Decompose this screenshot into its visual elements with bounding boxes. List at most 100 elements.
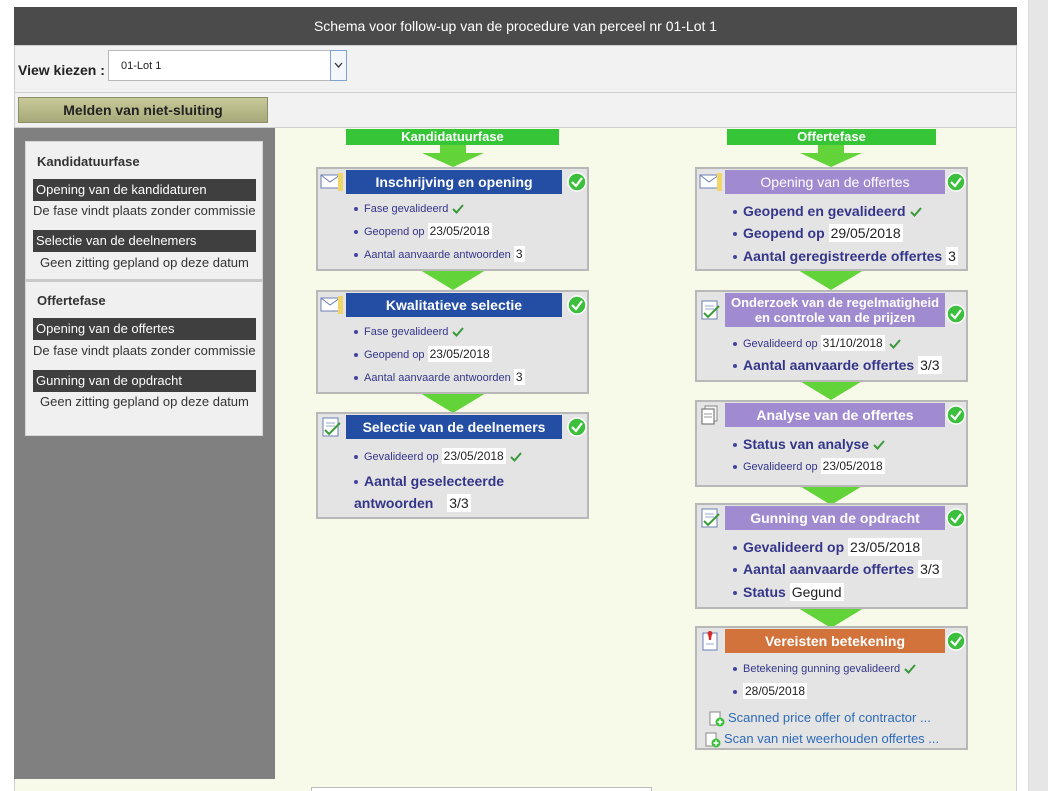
row-label: Status — [743, 584, 786, 600]
page-title: Schema voor follow-up van de procedure v… — [14, 7, 1017, 45]
sidebar-item[interactable]: Selectie van de deelnemers — [33, 230, 256, 252]
row-label: Aantal geregistreerde offertes — [743, 248, 943, 264]
flow-arrow-icon — [420, 270, 486, 290]
row-label: Betekening gunning gevalideerd — [743, 663, 901, 675]
status-check-icon — [946, 405, 966, 425]
step-row: Status van analyse — [733, 436, 885, 452]
document-link-label: Scan van niet weerhouden offertes ... — [724, 731, 940, 746]
step-row: Fase gevalideerd — [354, 203, 465, 215]
row-label: Aantal aanvaarde offertes — [743, 357, 915, 373]
sidebar-item[interactable]: Opening van de kandidaturen — [33, 179, 256, 201]
step-card-title: Inschrijving en opening — [346, 170, 562, 194]
status-check-icon — [946, 304, 966, 324]
status-check-icon — [946, 508, 966, 528]
check-icon — [909, 207, 922, 218]
step-card-title: Onderzoek van de regelmatigheid en contr… — [725, 293, 945, 327]
step-card-title: Gunning van de opdracht — [725, 506, 945, 530]
row-label: Gevalideerd op — [743, 539, 845, 555]
row-value: 3 — [513, 369, 525, 385]
action-bar: Melden van niet-sluiting — [14, 93, 1017, 128]
status-check-icon — [946, 172, 966, 192]
row-value: 31/10/2018 — [820, 335, 885, 351]
vertical-scrollbar[interactable] — [1028, 0, 1048, 791]
check-icon — [510, 452, 522, 463]
row-label: Gevalideerd op — [743, 338, 818, 350]
step-row: Geopend op 23/05/2018 — [354, 346, 492, 362]
sidebar-divider — [26, 279, 262, 282]
document-link-label: Scanned price offer of contractor ... — [728, 710, 931, 725]
step-card[interactable]: Opening van de offertes Geopend en geval… — [695, 167, 968, 271]
chevron-down-icon[interactable] — [330, 50, 347, 81]
sidebar-panel: Kandidatuurfase Opening van de kandidatu… — [25, 141, 263, 436]
row-label: Fase gevalideerd — [364, 203, 449, 215]
step-row: Gevalideerd op 23/05/2018 — [733, 458, 885, 474]
row-value: 23/05/2018 — [427, 223, 492, 239]
step-row: Gevalideerd op 23/05/2018 — [354, 448, 522, 464]
add-document-icon — [709, 711, 725, 727]
sidebar-note: De fase vindt plaats zonder commissie — [33, 203, 256, 218]
check-icon — [889, 339, 901, 350]
status-check-icon — [946, 631, 966, 651]
document-link[interactable]: Scan van niet weerhouden offertes ... — [705, 731, 939, 748]
check-icon — [452, 204, 465, 215]
flow-arrow-icon — [800, 145, 862, 167]
sidebar-phase-title: Kandidatuurfase — [37, 154, 140, 169]
bottom-panel — [311, 787, 652, 791]
sidebar-note: Geen zitting gepland op deze datum — [40, 255, 249, 270]
step-row: Aantal aanvaarde offertes 3/3 — [733, 560, 942, 578]
check-icon — [904, 664, 916, 675]
flow-arrow-icon — [798, 485, 864, 505]
envelope-icon — [320, 173, 343, 191]
step-row: Aantal aanvaarde antwoorden 3 — [354, 246, 525, 262]
step-row: Aantal aanvaarde antwoorden 3 — [354, 369, 525, 385]
sidebar: Kandidatuurfase Opening van de kandidatu… — [14, 128, 275, 779]
step-card[interactable]: Selectie van de deelnemers Gevalideerd o… — [316, 412, 589, 519]
envelope-icon — [320, 296, 343, 314]
step-row: Aantal geregistreerde offertes 3 — [733, 247, 958, 265]
step-card-title-line: en controle van de prijzen — [754, 310, 916, 325]
row-value: 28/05/2018 — [743, 683, 808, 699]
step-card-title: Vereisten betekening — [725, 629, 945, 653]
check-icon — [452, 327, 465, 338]
notification-icon — [702, 631, 718, 651]
document-link[interactable]: Scanned price offer of contractor ... — [709, 710, 931, 727]
phase-header-candidacy: Kandidatuurfase — [346, 129, 559, 145]
step-row: Geopend op 23/05/2018 — [354, 223, 492, 239]
status-check-icon — [567, 417, 587, 437]
document-check-icon — [322, 417, 341, 437]
view-label: View kiezen : — [18, 62, 105, 78]
row-label: Fase gevalideerd — [364, 326, 449, 338]
documents-icon — [701, 405, 718, 425]
step-card[interactable]: Onderzoek van de regelmatigheid en contr… — [695, 290, 968, 382]
sidebar-item[interactable]: Gunning van de opdracht — [33, 370, 256, 392]
step-card[interactable]: Kwalitatieve selectie Fase gevalideerd G… — [316, 290, 589, 394]
step-card-title: Analyse van de offertes — [725, 403, 945, 427]
add-document-icon — [705, 732, 721, 748]
row-label: Geopend en gevalideerd — [743, 203, 906, 219]
step-card-title: Kwalitatieve selectie — [346, 293, 562, 317]
row-value: 23/05/2018 — [441, 448, 506, 464]
row-value: 3 — [513, 246, 525, 262]
phase-header-offer: Offertefase — [727, 129, 936, 145]
row-value: 29/05/2018 — [828, 224, 903, 242]
view-bar: View kiezen : 01-Lot 1 — [14, 45, 1017, 93]
step-row: Gevalideerd op 31/10/2018 — [733, 335, 901, 351]
step-card[interactable]: Inschrijving en opening Fase gevalideerd… — [316, 167, 589, 271]
step-card[interactable]: Analyse van de offertes Status van analy… — [695, 400, 968, 487]
step-card[interactable]: Gunning van de opdracht Gevalideerd op 2… — [695, 503, 968, 609]
step-card[interactable]: Vereisten betekening Betekening gunning … — [695, 626, 968, 750]
row-label: Aantal aanvaarde antwoorden — [364, 249, 511, 261]
flow-arrow-icon — [798, 608, 864, 628]
step-card-title: Selectie van de deelnemers — [346, 415, 562, 439]
nonclosure-button[interactable]: Melden van niet-sluiting — [18, 97, 268, 123]
document-check-icon — [701, 300, 720, 320]
row-value: 23/05/2018 — [848, 538, 923, 556]
flow-arrow-icon — [422, 145, 484, 167]
row-value: 3/3 — [447, 494, 471, 512]
view-select[interactable]: 01-Lot 1 — [108, 50, 347, 81]
sidebar-item[interactable]: Opening van de offertes — [33, 318, 256, 340]
row-label: Aantal aanvaarde offertes — [743, 561, 915, 577]
step-row: Aantal aanvaarde offertes 3/3 — [733, 356, 942, 374]
step-row: Gevalideerd op 23/05/2018 — [733, 538, 923, 556]
